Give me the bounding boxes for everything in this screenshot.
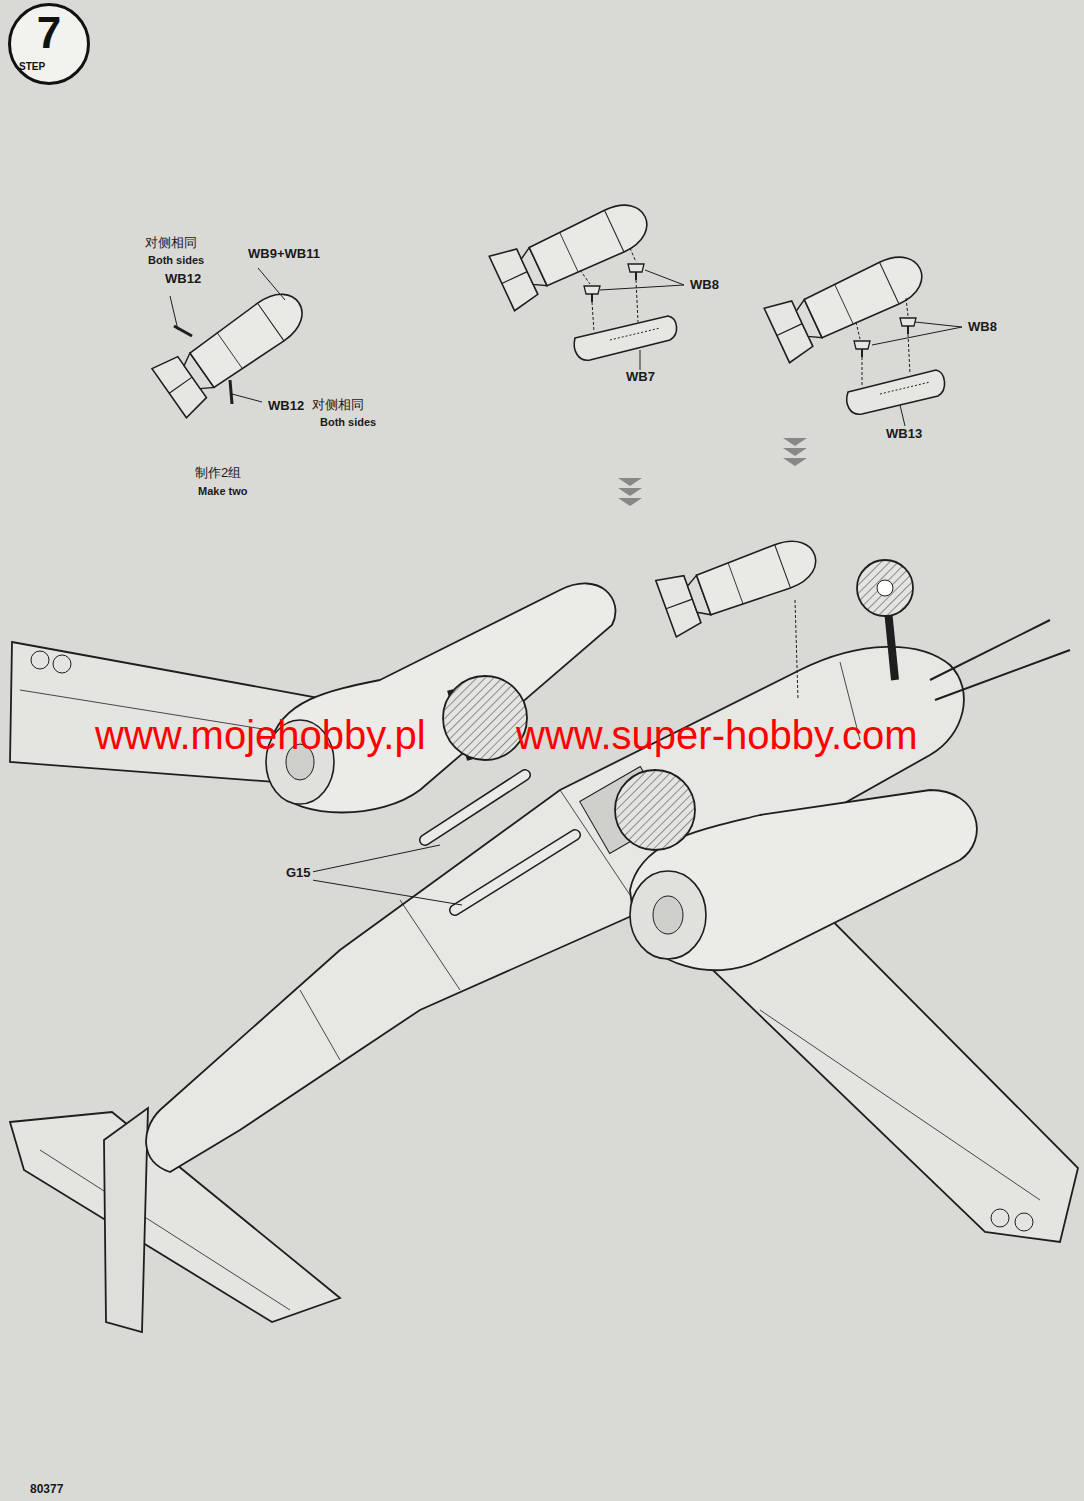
part-number: WB12	[266, 399, 306, 414]
note-text: Make two	[196, 485, 250, 498]
part-number: WB12	[163, 272, 203, 287]
part-number: WB7	[624, 370, 657, 385]
step-word: STEP	[19, 61, 45, 73]
step-number: 7	[11, 8, 87, 59]
part-number: WB13	[884, 427, 924, 442]
page-number: 80377	[30, 1483, 63, 1497]
part-number: WB8	[966, 320, 999, 335]
part-number: G15	[284, 866, 313, 881]
part-number: WB9+WB11	[246, 247, 322, 262]
chinese-note: 对侧相同	[310, 398, 366, 413]
chinese-note: 制作2组	[193, 466, 243, 481]
chinese-note: 对侧相同	[143, 236, 199, 251]
watermark: www.super-hobby.com	[516, 712, 918, 758]
watermark: www.mojehobby.pl	[95, 712, 426, 758]
note-text: Both sides	[146, 254, 206, 267]
step-badge: 7STEP	[8, 3, 90, 85]
part-number: WB8	[688, 278, 721, 293]
note-text: Both sides	[318, 416, 378, 429]
